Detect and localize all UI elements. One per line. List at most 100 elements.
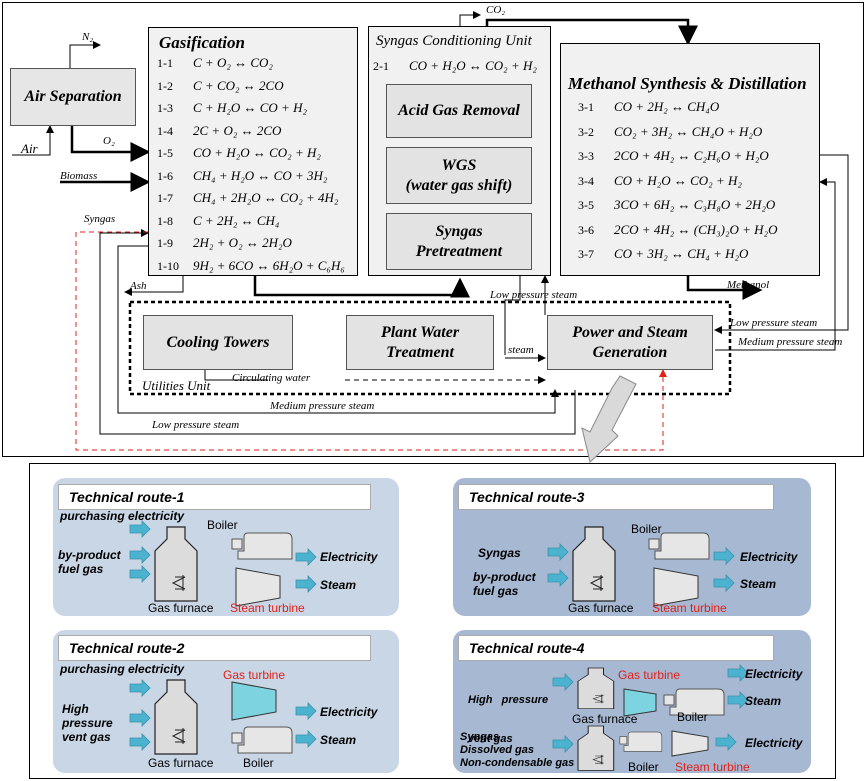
ash-label: Ash <box>130 280 147 292</box>
reaction-id: 1-8 <box>157 213 173 228</box>
reaction-row: 3-5 3CO + 6H₂ ↔ C₃H₈O + 2H₂O <box>578 197 775 213</box>
reaction-id: 1-2 <box>157 78 173 93</box>
power-steam-label-2: Generation <box>592 343 668 361</box>
low-pressure-steam-right-label: Low pressure steam <box>730 317 818 329</box>
cooling-towers-label: Cooling Towers <box>166 333 270 351</box>
route3-input-fuel-gas: by-product fuel gas <box>473 570 536 598</box>
plant-water-label-2: Treatment <box>386 343 454 361</box>
reaction-row: 1-9 2H₂ + O₂ ↔ 2H₂O <box>157 235 292 251</box>
route3-turbine-label: Steam turbine <box>652 601 727 615</box>
reaction-id: 2-1 <box>373 59 389 73</box>
reaction-id: 3-1 <box>578 100 594 114</box>
reaction-id: 3-6 <box>578 222 594 237</box>
arrow-icon <box>547 543 569 561</box>
reaction-id: 1-1 <box>157 56 173 70</box>
reaction-equation: C + 2H₂ ↔ CH₄ <box>193 212 280 228</box>
route4-input-vent-gas: High pressure vent gas <box>468 668 548 759</box>
reaction-id: 1-9 <box>157 236 173 250</box>
process-diagram-frame <box>2 2 864 457</box>
route1-output-electricity: Electricity <box>320 550 378 564</box>
gasification-box: Gasification <box>148 27 358 276</box>
reaction-id: 3-2 <box>578 124 594 139</box>
route3-furnace-label: Gas furnace <box>568 601 634 615</box>
reaction-equation: C + CO₂ ↔ 2CO <box>193 77 284 93</box>
route4-output-electricity-2: Electricity <box>745 736 803 750</box>
route2-input-vent-gas: High pressure vent gas <box>62 702 113 744</box>
route4-output-electricity: Electricity <box>745 667 803 681</box>
reaction-id: 1-10 <box>157 258 179 273</box>
route3-output-steam: Steam <box>740 577 777 591</box>
route3-input-fuel-gas-1: by-product <box>473 570 536 584</box>
route2-gas-turbine-label: Gas turbine <box>223 668 286 682</box>
gas-turbine-icon <box>231 681 277 721</box>
reaction-row: 1-8 C + 2H₂ ↔ CH₄ <box>157 213 279 229</box>
syngas-pretreatment-box: Syngas Pretreatment <box>386 213 532 270</box>
low-pressure-steam-bottom-label: Low pressure steam <box>152 419 240 431</box>
reaction-equation: 2CO + 4H₂ ↔ C₂H₆O + H₂O <box>614 148 769 163</box>
steam-label: steam <box>508 344 534 356</box>
arrow-icon <box>552 673 574 691</box>
route4-input-gases-1: Syngas <box>460 731 500 743</box>
route1-turbine-label: Steam turbine <box>230 601 305 615</box>
arrow-icon <box>713 547 735 565</box>
reaction-id: 3-4 <box>578 173 594 188</box>
reaction-equation: CO + 3H₂ ↔ CH₄ + H₂O <box>614 246 749 261</box>
medium-pressure-steam-bottom-label: Medium pressure steam <box>270 400 375 412</box>
reaction-equation: 3CO + 6H₂ ↔ C₃H₈O + 2H₂O <box>614 197 776 212</box>
reaction-row: 1-2 C + CO₂ ↔ 2CO <box>157 78 284 94</box>
reaction-row: 1-10 9H₂ + 6CO ↔ 6H₂O + C₆H₆ <box>157 258 345 274</box>
air-label: Air <box>21 141 38 156</box>
reaction-id: 1-4 <box>157 123 173 138</box>
reaction-equation: CO + H₂O ↔ CO₂ + H₂ <box>614 172 742 188</box>
arrow-icon <box>129 546 151 564</box>
syngas-conditioning-title: Syngas Conditioning Unit <box>376 33 532 49</box>
route2-output-steam: Steam <box>320 733 357 747</box>
gas-furnace-icon <box>577 667 615 710</box>
o2-label: O₂ <box>103 135 115 147</box>
arrow-icon <box>713 574 735 592</box>
power-steam-generation-box: Power and Steam Generation <box>547 315 713 370</box>
route3-boiler-label: Boiler <box>631 522 662 536</box>
reaction-equation: 2CO + 4H₂ ↔ (CH₃)₂O + H₂O <box>614 221 778 237</box>
co2-label: CO₂ <box>486 4 506 16</box>
acid-gas-removal-box: Acid Gas Removal <box>386 84 532 138</box>
reaction-equation: C + O₂ ↔ CO₂ <box>193 55 273 70</box>
reaction-equation: 2H₂ + O₂ ↔ 2H₂O <box>193 235 292 250</box>
reaction-id: 1-7 <box>157 191 173 205</box>
arrow-icon <box>129 679 151 697</box>
route1-boiler-label: Boiler <box>207 518 238 532</box>
route2-input-vent-gas-1: High <box>62 702 89 716</box>
route1-output-steam: Steam <box>320 578 357 592</box>
reaction-equation: CH₄ + H₂O ↔ CO + 3H₂ <box>193 167 328 183</box>
reaction-equation: 9H₂ + 6CO ↔ 6H₂O + C₆H₆ <box>193 257 345 273</box>
technical-route-3-title: Technical route-3 <box>458 484 774 510</box>
technical-route-2-title: Technical route-2 <box>58 635 371 661</box>
boiler-icon <box>619 731 663 752</box>
wgs-label: WGS <box>441 156 477 174</box>
air-separation-box: Air Separation <box>10 68 136 126</box>
gas-furnace-icon <box>577 725 615 771</box>
reaction-id: 3-7 <box>578 247 594 261</box>
route1-input-fuel-gas-1: by-product <box>58 548 121 562</box>
reaction-id: 1-3 <box>157 101 173 115</box>
route3-output-electricity: Electricity <box>740 550 798 564</box>
gas-furnace-icon <box>154 679 198 755</box>
route4-gas-turbine-label: Gas turbine <box>618 668 681 682</box>
plant-water-label-1: Plant Water <box>380 323 460 341</box>
route4-input-vent-gas-1: High pressure <box>468 694 549 706</box>
reaction-id: 3-5 <box>578 198 594 212</box>
route4-input-gases: Syngas Dissolved gas Non-condensable gas <box>460 731 574 770</box>
route2-output-electricity: Electricity <box>320 705 378 719</box>
boiler-icon <box>231 726 293 754</box>
reaction-equation: CO + H₂O ↔ CO₂ + H₂ <box>409 58 537 73</box>
biomass-label: Biomass <box>60 170 98 182</box>
reaction-row: 1-3 C + H₂O ↔ CO + H₂ <box>157 100 307 116</box>
wgs-box: WGS (water gas shift) <box>386 147 532 204</box>
route4-boiler2-label: Boiler <box>628 760 659 774</box>
route1-input-fuel-gas: by-product fuel gas <box>58 548 121 576</box>
reaction-equation: C + H₂O ↔ CO + H₂ <box>193 100 307 115</box>
route1-input-electricity: purchasing electricity <box>60 509 185 523</box>
route2-input-vent-gas-2: pressure <box>62 716 113 730</box>
